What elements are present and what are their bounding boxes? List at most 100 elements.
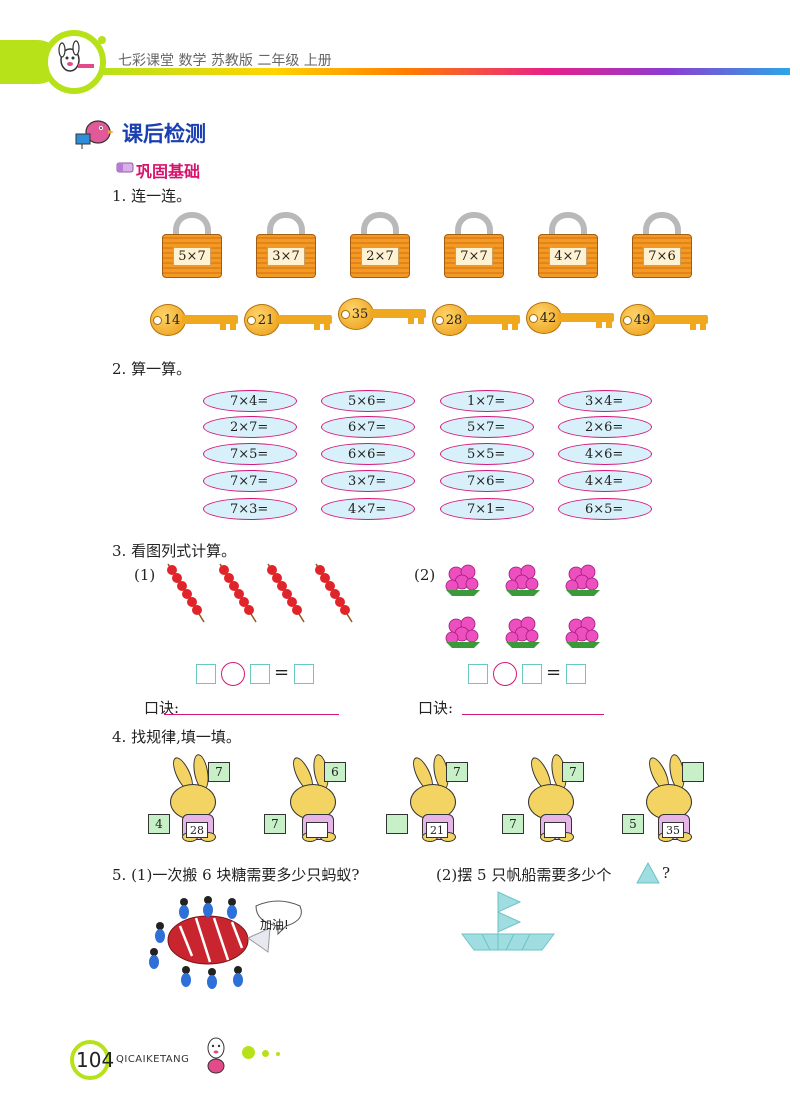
equation-oval[interactable]: 4×6= [558,443,652,465]
equation-oval[interactable]: 7×4= [203,390,297,412]
q5-part2-prefix: (2)摆 5 只帆船需要多少个 [436,866,612,884]
equation-oval[interactable]: 6×5= [558,498,652,520]
lock[interactable]: 4×7 [538,212,598,280]
equation-oval[interactable]: 5×5= [440,443,534,465]
koujue-label: 口诀: [144,699,180,717]
footer-circle [70,1040,110,1080]
footer-dot [262,1050,269,1057]
key[interactable]: 21 [244,304,334,338]
koujue-label: 口诀: [418,699,454,717]
rabbit-left-box[interactable] [386,814,408,834]
equation-oval[interactable]: 4×4= [558,470,652,492]
q4-title: 4. 找规律,填一填。 [112,728,241,746]
answer-box[interactable] [522,664,542,684]
key-label: 35 [351,306,369,322]
equation-oval[interactable]: 7×3= [203,498,297,520]
footer-dot [276,1052,280,1056]
rabbit-top-box[interactable]: 6 [324,762,346,782]
header-rainbow-bar [100,68,790,75]
equation-oval[interactable]: 5×7= [440,416,534,438]
lock-label: 2×7 [361,246,399,266]
equation-oval[interactable]: 2×6= [558,416,652,438]
answer-box[interactable] [468,664,488,684]
q3-part1-label: (1) [134,566,156,584]
equation-oval[interactable]: 1×7= [440,390,534,412]
rabbit-card: 5 35 [618,753,728,842]
footer-brand: QICAIKETANG [116,1054,190,1065]
answer-box[interactable] [294,664,314,684]
q5-part2-suffix: ? [662,864,671,882]
footer-dot [242,1046,255,1059]
rabbit-left-box[interactable]: 5 [622,814,644,834]
key[interactable]: 28 [432,304,522,338]
speech-bubble-text: 加油! [260,918,289,932]
rabbit-card: 7 4 28 [142,753,252,842]
equation-oval[interactable]: 7×5= [203,443,297,465]
key[interactable]: 42 [526,302,616,336]
ants-carrying-candy-icon [149,896,302,989]
equation-oval[interactable]: 7×6= [440,470,534,492]
q1-title: 1. 连一连。 [112,187,192,205]
key[interactable]: 49 [620,304,710,338]
rabbit-chest-box[interactable]: 21 [426,822,448,838]
candied-haws-icon [167,563,353,623]
lock[interactable]: 5×7 [162,212,222,280]
koujue-answer-line[interactable] [164,698,339,715]
rabbit-chest-box[interactable]: 35 [662,822,684,838]
rabbit-top-box[interactable] [682,762,704,782]
equation-oval[interactable]: 3×4= [558,390,652,412]
rabbit-chest-box[interactable]: 28 [186,822,208,838]
lock[interactable]: 3×7 [256,212,316,280]
key-label: 28 [445,312,463,328]
koujue-answer-line[interactable] [462,698,604,715]
equals-sign: = [546,662,562,683]
lock-label: 4×7 [549,246,587,266]
q3-part2-label: (2) [414,566,436,584]
rabbit-top-box[interactable]: 7 [562,762,584,782]
answer-box[interactable] [250,664,270,684]
operator-circle[interactable] [221,662,245,686]
triangle-icon [636,862,660,884]
answer-box[interactable] [566,664,586,684]
rabbit-card: 6 7 [262,753,372,842]
rabbit-left-box[interactable]: 7 [264,814,286,834]
operator-circle[interactable] [493,662,517,686]
equation-oval[interactable]: 2×7= [203,416,297,438]
equation-oval[interactable]: 6×6= [321,443,415,465]
q3-title: 3. 看图列式计算。 [112,542,237,560]
key-label: 49 [633,312,651,328]
key-label: 21 [257,312,275,328]
lock[interactable]: 7×6 [632,212,692,280]
equation-oval[interactable]: 7×7= [203,470,297,492]
key[interactable]: 14 [150,304,240,338]
lock[interactable]: 2×7 [350,212,410,280]
q2-title: 2. 算一算。 [112,360,192,378]
q5-part1: 5. (1)一次搬 6 块糖需要多少只蚂蚁? [112,866,360,884]
bird-mascot-icon [75,120,114,149]
flower-bouquets-icon [445,564,600,648]
equation-oval[interactable]: 6×7= [321,416,415,438]
equation-oval[interactable]: 3×7= [321,470,415,492]
page-number: 104 [76,1048,115,1072]
header-text: 七彩课堂 数学 苏教版 二年级 上册 [118,53,332,69]
rabbit-card: 7 21 [382,753,492,842]
equation-oval[interactable]: 5×6= [321,390,415,412]
key[interactable]: 35 [338,298,428,332]
rabbit-top-box[interactable]: 7 [208,762,230,782]
lock[interactable]: 7×7 [444,212,504,280]
equals-sign: = [274,662,290,683]
rabbit-chest-box[interactable] [544,822,566,838]
mascot-icon [58,40,94,72]
rabbit-card: 7 7 [500,753,610,842]
lock-label: 7×6 [643,246,681,266]
answer-box[interactable] [196,664,216,684]
rabbit-left-box[interactable]: 7 [502,814,524,834]
equation-oval[interactable]: 7×1= [440,498,534,520]
rabbit-left-box[interactable]: 4 [148,814,170,834]
rabbit-top-box[interactable]: 7 [446,762,468,782]
key-label: 14 [163,312,181,328]
rabbit-chest-box[interactable] [306,822,328,838]
header-dot [98,36,106,44]
eraser-icon [116,162,134,173]
equation-oval[interactable]: 4×7= [321,498,415,520]
